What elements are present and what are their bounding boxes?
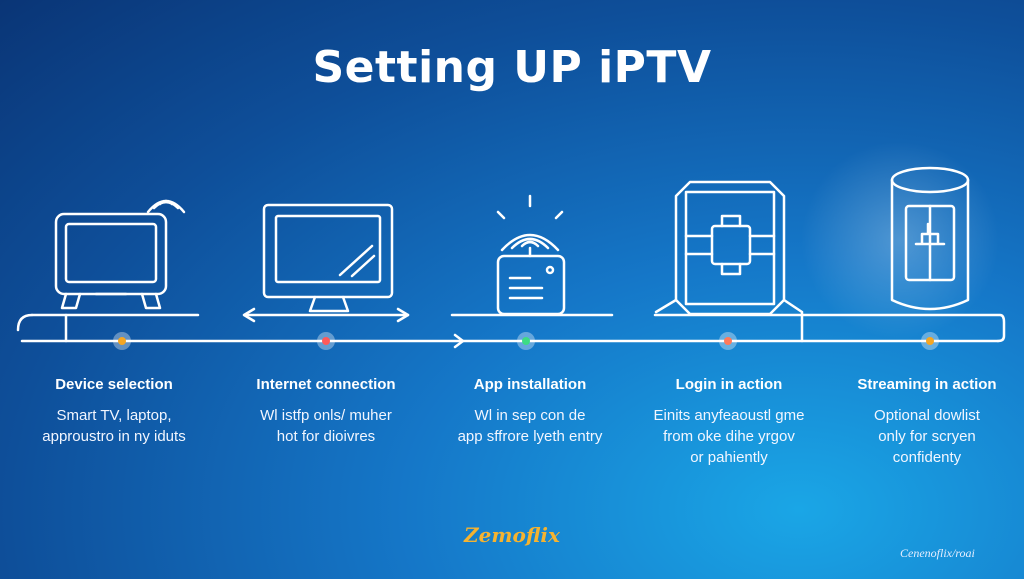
step-description: Smart TV, laptop, approustro in ny iduts [14, 405, 214, 447]
step-app-installation: App installation Wl in sep con de app sf… [430, 376, 630, 447]
timeline-dot-3-core [522, 337, 530, 345]
router-icon [496, 194, 566, 316]
timeline-arrow-left [242, 307, 256, 323]
step-description: Einits anyfeaoustl gme from oke dihe yrg… [629, 405, 829, 468]
tv-icon [54, 199, 186, 343]
step-description-line: hot for dioivres [276, 428, 376, 445]
timeline-dot-5-core [926, 337, 934, 345]
step-description-line: approustro in ny iduts [42, 428, 186, 445]
step-description: Wl istfp onls/ muher hot for dioivres [226, 405, 426, 447]
step-internet-connection: Internet connection Wl istfp onls/ muher… [226, 376, 426, 447]
step-description-line: Wl istfp onls/ muher [260, 407, 392, 424]
step-description-line: only for scryen [878, 428, 976, 445]
step-description-line: confidenty [892, 449, 962, 466]
credit-text: Cenenoflix/roai [900, 546, 975, 560]
timeline-dots [113, 332, 939, 350]
page-title: Setting UP iPTV [312, 42, 712, 93]
timeline-arrow-right [396, 307, 410, 323]
timeline-arrow-mid [453, 333, 465, 349]
timeline-dot-4-core [724, 337, 732, 345]
step-description: Wl in sep con de app sffrore lyeth entry [430, 405, 630, 447]
step-description-line: Smart TV, laptop, [56, 407, 172, 424]
step-title: Streaming in action [857, 376, 997, 393]
monitor-icon [262, 203, 394, 313]
step-title: Internet connection [256, 376, 396, 393]
device-icon [654, 180, 804, 343]
step-title: Login in action [675, 376, 783, 393]
step-description-line: or pahiently [690, 449, 768, 466]
step-description-line: from oke dihe yrgov [663, 428, 795, 445]
step-description-line: app sffrore lyeth entry [457, 428, 603, 445]
step-streaming: Streaming in action Optional dowlist onl… [827, 376, 1024, 468]
step-description-line: Wl in sep con de [474, 407, 586, 424]
timeline-dot-1-core [118, 337, 126, 345]
timeline-dot-2-core [322, 337, 330, 345]
step-description-line: Einits anyfeaoustl gme [653, 407, 805, 424]
step-device-selection: Device selection Smart TV, laptop, appro… [14, 376, 214, 447]
cylinder-icon [890, 166, 970, 311]
step-title: Device selection [55, 376, 173, 393]
brand-logo: Zemoflix [464, 523, 560, 547]
step-login: Login in action Einits anyfeaoustl gme f… [629, 376, 829, 468]
timeline-upper-rail [30, 313, 1006, 343]
step-title: App installation [473, 376, 587, 393]
timeline-lower-rail [16, 313, 1000, 343]
step-description: Optional dowlist only for scryen confide… [827, 405, 1024, 468]
step-description-line: Optional dowlist [874, 407, 980, 424]
